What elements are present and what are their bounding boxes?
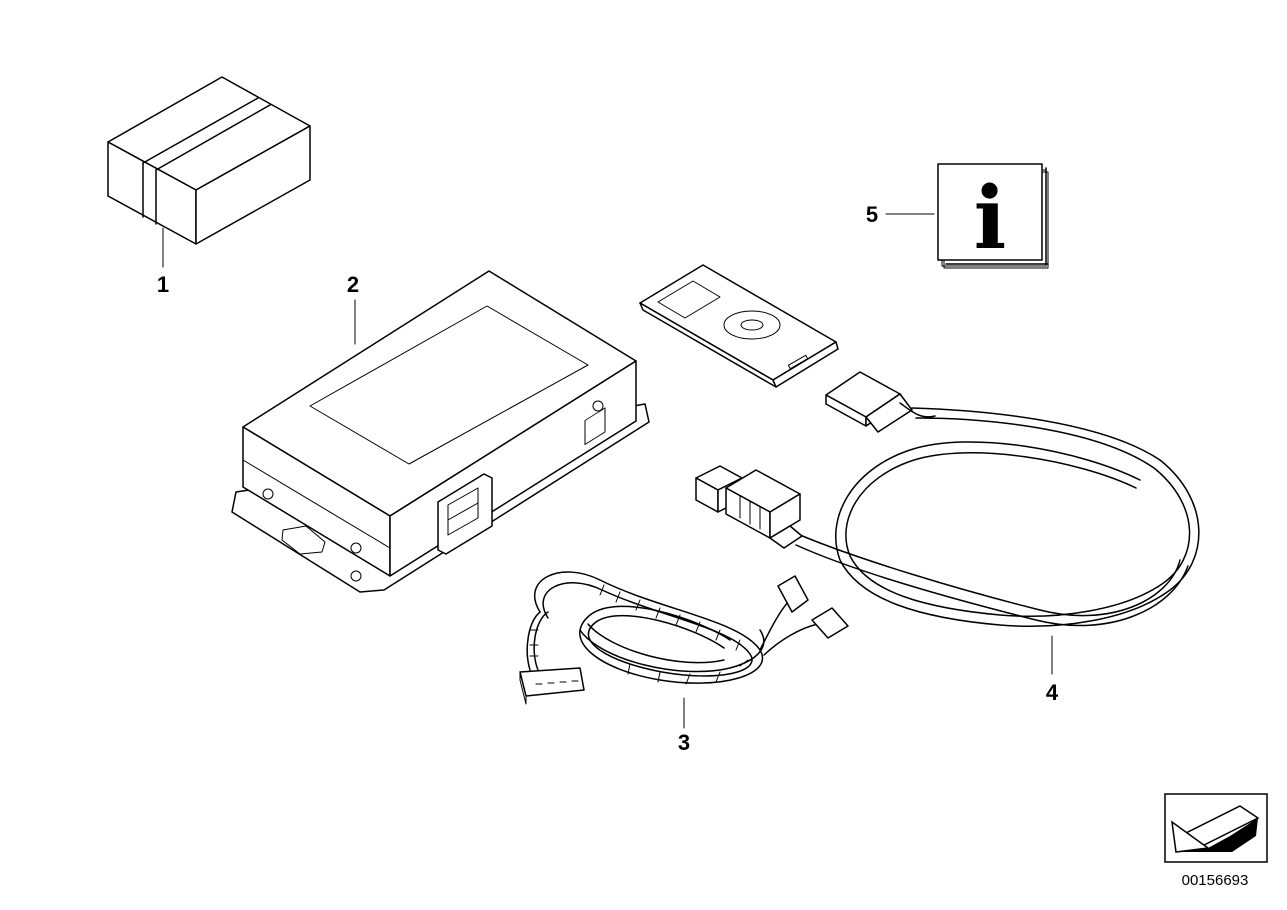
usb-ipod-cable-illustration bbox=[695, 371, 1200, 627]
wiring-harness-illustration bbox=[519, 571, 849, 705]
document-number: 00156693 bbox=[1182, 872, 1249, 889]
info-symbol: i bbox=[974, 168, 1007, 269]
callout-number-1: 1 bbox=[157, 272, 169, 297]
ipod-illustration bbox=[639, 264, 839, 388]
callout-number-3: 3 bbox=[678, 730, 690, 755]
info-manual-illustration: i bbox=[937, 163, 1049, 269]
callout-number-2: 2 bbox=[347, 272, 359, 297]
callout-number-4: 4 bbox=[1046, 680, 1059, 705]
control-unit-illustration bbox=[231, 270, 650, 593]
document-arrow-icon bbox=[1164, 793, 1268, 863]
callout-number-5: 5 bbox=[866, 202, 878, 227]
packaging-box-illustration bbox=[107, 76, 311, 245]
